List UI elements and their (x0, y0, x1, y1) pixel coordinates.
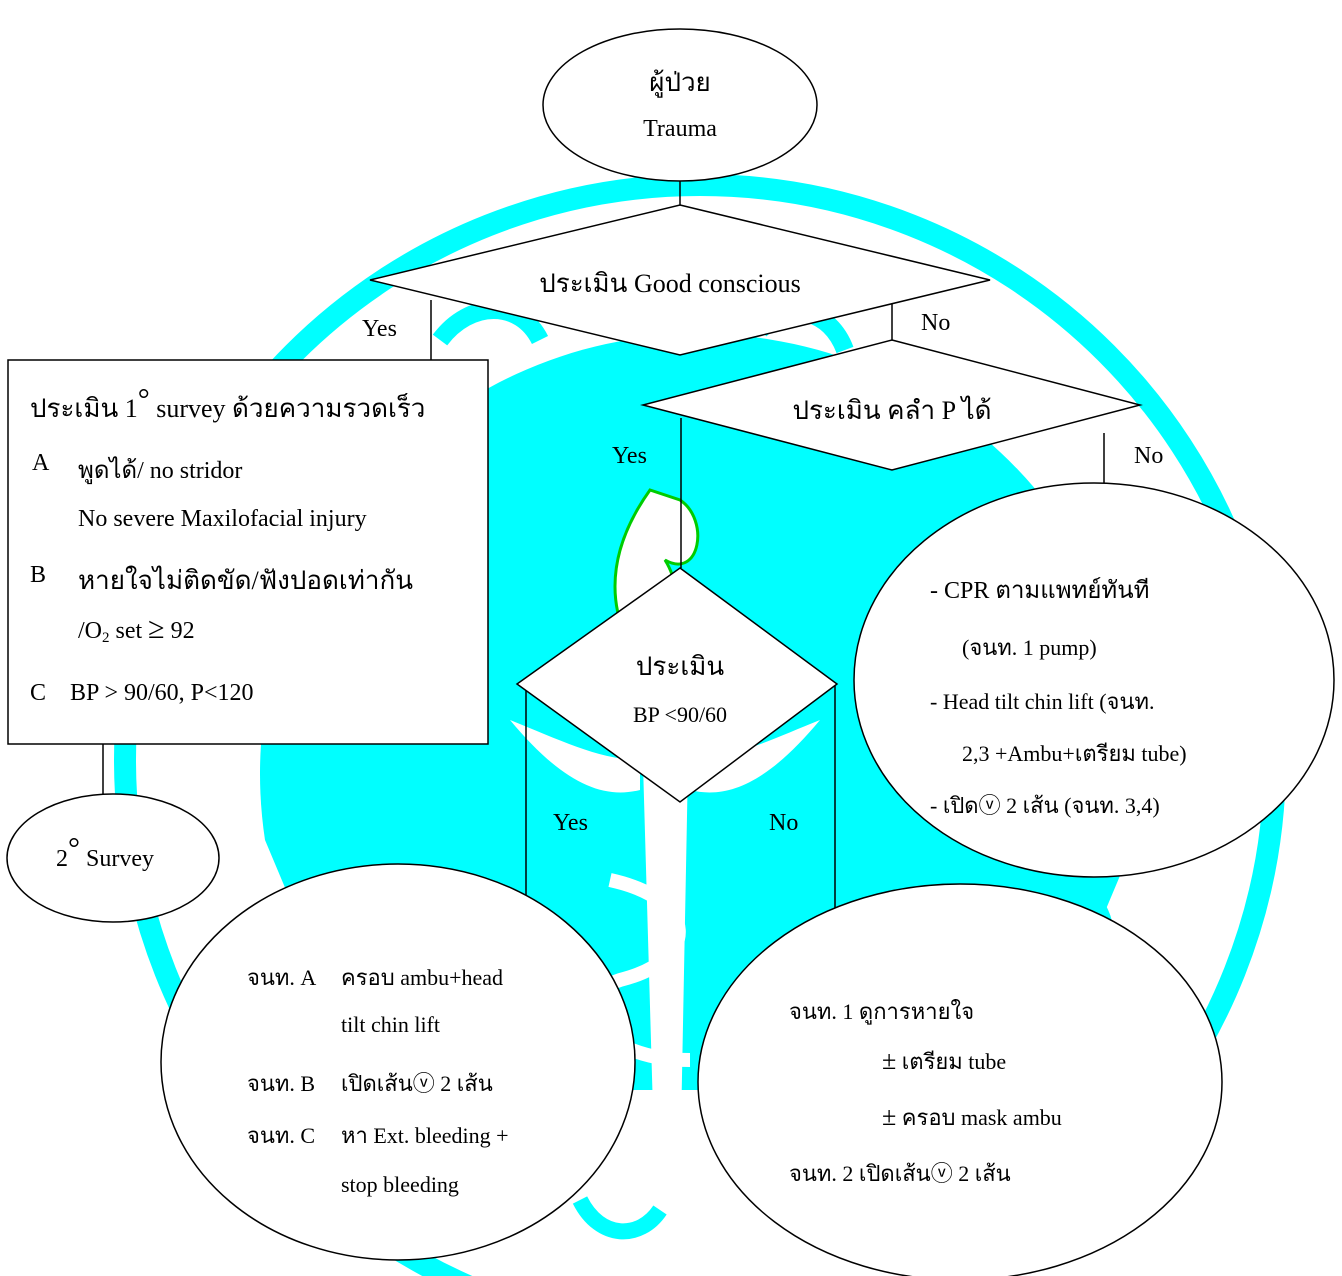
cpr-line-2: (จนท. 1 pump) (962, 630, 1097, 665)
start-node-label-thai: ผู้ป่วย (649, 62, 711, 103)
primary-survey-title-suffix: survey ด้วยความรวดเร็ว (150, 394, 426, 423)
decision-pulse-no-label: No (1134, 443, 1163, 470)
oxygen-subscript: 2 (102, 630, 110, 646)
cpr-line-1: - CPR ตามแพทย์ทันที (930, 570, 1149, 609)
oxygen-sat-criteria: /O2 set ≥ 92 (78, 612, 195, 647)
secondary-survey-label: 2° Survey (56, 840, 154, 874)
iv-line-icon: ⓥ (979, 793, 1001, 818)
no-branch-line-2-text: เตรียม tube (896, 1049, 1006, 1074)
decision-bp-no-label: No (769, 810, 798, 837)
staff-b-task-prefix: เปิดเส้น (341, 1071, 413, 1096)
primary-survey-title: ประเมิน 1° survey ด้วยความรวดเร็ว (30, 388, 425, 429)
staff-b-label: จนท. B (247, 1066, 315, 1101)
degree-symbol: ° (68, 832, 80, 865)
cpr-line-3: - Head tilt chin lift (จนท. (930, 684, 1155, 719)
decision-conscious-label: ประเมิน Good conscious (539, 263, 801, 304)
no-branch-line-3-text: ครอบ mask ambu (896, 1105, 1062, 1130)
start-node-shape (543, 29, 817, 181)
staff-a-task: ครอบ ambu+head (341, 960, 503, 995)
no-branch-line-2: ± เตรียม tube (882, 1044, 1006, 1079)
staff-b-task: เปิดเส้นⓥ 2 เส้น (341, 1066, 493, 1101)
cpr-line-5-suffix: 2 เส้น (จนท. 3,4) (1001, 793, 1160, 818)
staff-a-task-2: tilt chin lift (341, 1012, 440, 1038)
degree-symbol: ° (138, 383, 150, 416)
no-branch-line-4-prefix: จนท. 2 เปิดเส้น (789, 1161, 931, 1186)
start-node-label-trauma: Trauma (643, 116, 717, 143)
circulation-criteria: BP > 90/60, P<120 (70, 680, 254, 707)
staff-b-task-suffix: 2 เส้น (435, 1071, 493, 1096)
staff-c-task: หา Ext. bleeding + (341, 1118, 509, 1153)
iv-line-icon: ⓥ (413, 1071, 435, 1096)
staff-c-label: จนท. C (247, 1118, 315, 1153)
cpr-line-5-prefix: - เปิด (930, 793, 979, 818)
no-branch-line-3: ± ครอบ mask ambu (882, 1100, 1062, 1135)
decision-pulse-yes-label: Yes (612, 443, 647, 470)
secondary-survey-number: 2 (56, 846, 68, 872)
staff-c-task-2: stop bleeding (341, 1172, 459, 1198)
yes-branch-shape (161, 864, 635, 1260)
airway-criteria-2: No severe Maxilofacial injury (78, 506, 367, 533)
no-branch-shape (698, 884, 1222, 1276)
primary-survey-title-prefix: ประเมิน 1 (30, 394, 138, 423)
secondary-survey-text: Survey (80, 846, 154, 872)
cpr-line-4: 2,3 +Ambu+เตรียม tube) (962, 736, 1187, 771)
oxygen-label: /O (78, 618, 102, 644)
circulation-letter: C (30, 680, 46, 707)
seal-letter-bottom (580, 1200, 660, 1231)
no-branch-line-4: จนท. 2 เปิดเส้นⓥ 2 เส้น (789, 1156, 1011, 1191)
airway-criteria: พูดได้/ no stridor (78, 450, 242, 489)
decision-bp-yes-label: Yes (553, 810, 588, 837)
decision-conscious-no-label: No (921, 310, 950, 337)
plus-minus-symbol: ± (882, 1046, 896, 1075)
decision-bp-label-thai: ประเมิน (636, 646, 724, 687)
decision-pulse-label: ประเมิน คลำ P ได้ (792, 390, 991, 431)
staff-a-label: จนท. A (247, 960, 316, 995)
no-branch-line-1: จนท. 1 ดูการหายใจ (789, 994, 974, 1029)
no-branch-line-4-suffix: 2 เส้น (953, 1161, 1011, 1186)
oxygen-set: set (110, 618, 149, 644)
decision-bp-label-value: BP <90/60 (633, 702, 727, 726)
plus-minus-symbol: ± (882, 1102, 896, 1131)
breathing-criteria: หายใจไม่ติดขัด/ฟังปอดเท่ากัน (78, 560, 413, 601)
breathing-letter: B (30, 562, 46, 589)
iv-line-icon: ⓥ (931, 1161, 953, 1186)
oxygen-threshold: 92 (165, 618, 195, 644)
cpr-line-5: - เปิดⓥ 2 เส้น (จนท. 3,4) (930, 788, 1160, 823)
greater-equal-symbol: ≥ (148, 612, 164, 645)
decision-conscious-yes-label: Yes (362, 316, 397, 343)
airway-letter: A (32, 450, 49, 477)
